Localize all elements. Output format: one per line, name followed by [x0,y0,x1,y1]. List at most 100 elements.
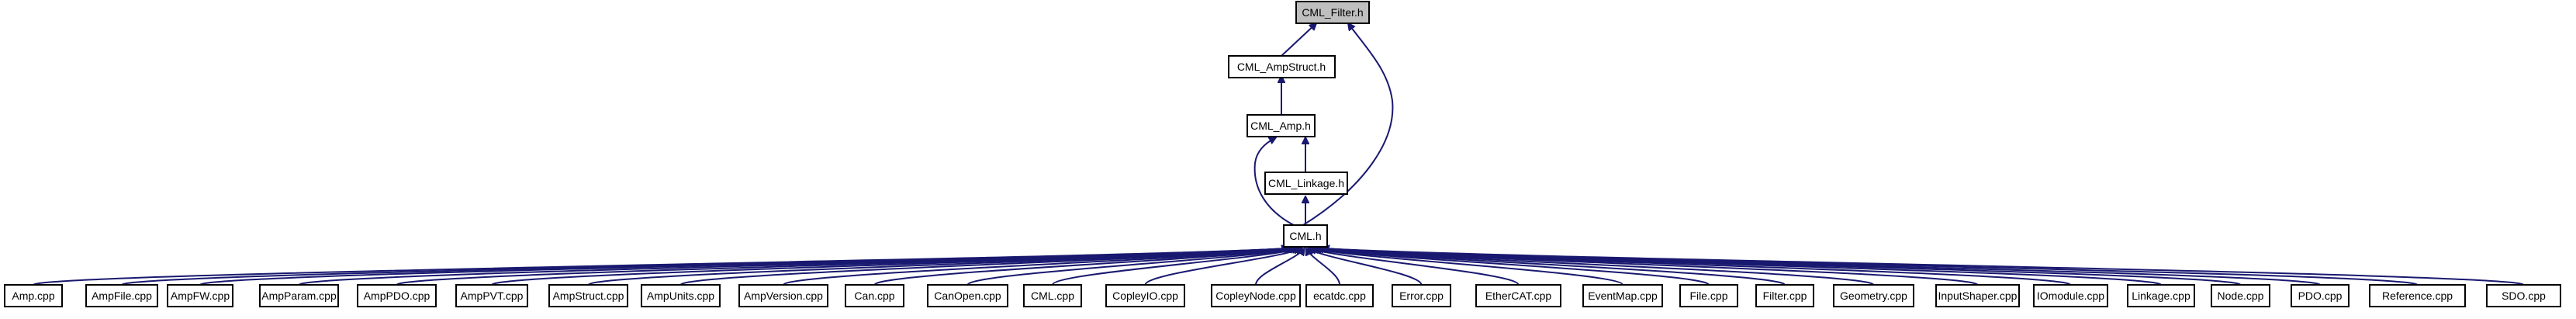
node-box [4,284,63,307]
node-label: CML_Amp.h [1250,120,1311,132]
leaf-edges [33,248,2525,286]
node-label: AmpPVT.cpp [461,290,524,302]
node-box [845,284,904,307]
edge-ampstruct-to-filter [1281,23,1316,57]
edge-cml-to-amp [1253,137,1295,226]
node-leaf-file[interactable]: AmpVersion.cpp [738,284,828,307]
node-leaf-file[interactable]: CopleyNode.cpp [1211,284,1301,307]
node-box [927,284,1008,307]
edge-leaf-to-cml [1312,248,1623,286]
node-label: Can.cpp [854,290,894,302]
node-leaf-file[interactable]: AmpParam.cpp [259,284,339,307]
node-leaf-file[interactable]: SDO.cpp [2486,284,2561,307]
node-leaf-file[interactable]: File.cpp [1679,284,1738,307]
node-leaf-file[interactable]: Linkage.cpp [2127,284,2195,307]
edge-leaf-to-cml [1255,248,1305,286]
node-label: CML_AmpStruct.h [1237,61,1326,73]
node-box [641,284,721,307]
node-box [1582,284,1663,307]
node-box [2486,284,2561,307]
node-label: EtherCAT.cpp [1485,290,1552,302]
node-label: AmpStruct.cpp [553,290,624,302]
node-box [1935,284,2020,307]
node-leaf-file[interactable]: AmpFile.cpp [85,284,158,307]
node-label: File.cpp [1689,290,1727,302]
node-label: AmpVersion.cpp [744,290,823,302]
node-label: AmpUnits.cpp [647,290,714,302]
node-leaf-file[interactable]: Node.cpp [2211,284,2270,307]
node-label: SDO.cpp [2502,290,2546,302]
node-label: Node.cpp [2218,290,2264,302]
node-label: InputShaper.cpp [1938,290,2018,302]
node-label: Filter.cpp [1763,290,1807,302]
node-leaf-file[interactable]: Reference.cpp [2369,284,2466,307]
node-leaf-file[interactable]: Can.cpp [845,284,904,307]
node-leaf-file[interactable]: CopleyIO.cpp [1105,284,1185,307]
node-label: AmpFile.cpp [92,290,152,302]
node-box [738,284,828,307]
source-file-nodes: Amp.cpp AmpFile.cpp AmpFW.cpp AmpParam.cpp A… [4,284,2561,307]
node-leaf-file[interactable]: ecatdc.cpp [1305,284,1374,307]
node-label: CopleyNode.cpp [1215,290,1296,302]
node-label: Error.cpp [1399,290,1444,302]
node-label: AmpPDO.cpp [364,290,430,302]
node-leaf-file[interactable]: AmpFW.cpp [167,284,233,307]
node-label: AmpFW.cpp [171,290,230,302]
node-leaf-file[interactable]: EtherCAT.cpp [1475,284,1561,307]
node-label: Amp.cpp [12,290,54,302]
edge-leaf-to-cml [1323,248,2525,286]
node-leaf-file[interactable]: Amp.cpp [4,284,63,307]
node-label: CML_Linkage.h [1268,177,1344,189]
node-label: Geometry.cpp [1840,290,1907,302]
node-leaf-file[interactable]: Filter.cpp [1755,284,1814,307]
node-box [2127,284,2195,307]
node-cml-amp-h[interactable]: CML_Amp.h [1247,114,1316,137]
node-label: CML_Filter.h [1302,6,1363,19]
node-label: Reference.cpp [2382,290,2453,302]
node-leaf-file[interactable]: Geometry.cpp [1833,284,1914,307]
node-leaf-file[interactable]: CML.cpp [1023,284,1082,307]
node-box [85,284,158,307]
node-box [1679,284,1738,307]
node-box [167,284,233,307]
node-leaf-file[interactable]: CanOpen.cpp [927,284,1008,307]
node-box [455,284,528,307]
node-label: CopleyIO.cpp [1112,290,1178,302]
node-box [2211,284,2270,307]
node-leaf-file[interactable]: InputShaper.cpp [1935,284,2020,307]
node-label: CML.cpp [1031,290,1074,302]
node-box [1475,284,1561,307]
node-leaf-file[interactable]: IOmodule.cpp [2033,284,2108,307]
node-box [2369,284,2466,307]
node-label: CML.h [1289,230,1321,242]
node-label: AmpParam.cpp [261,290,337,302]
edge-leaf-to-cml [1052,248,1300,286]
node-box [357,284,437,307]
node-leaf-file[interactable]: PDO.cpp [2291,284,2350,307]
header-nodes: CML_Filter.h CML_AmpStruct.h CML_Amp.h C… [1228,1,1370,248]
node-leaf-file[interactable]: AmpUnits.cpp [641,284,721,307]
node-box [1305,284,1374,307]
node-cml-ampstruct-h[interactable]: CML_AmpStruct.h [1228,55,1336,78]
node-box [1211,284,1301,307]
node-cml-linkage-h[interactable]: CML_Linkage.h [1264,172,1348,195]
node-box [1105,284,1185,307]
node-cml-filter-h[interactable]: CML_Filter.h [1295,1,1370,24]
node-box [548,284,628,307]
edge-leaf-to-cml [966,248,1299,286]
node-box [1755,284,1814,307]
node-label: EventMap.cpp [1588,290,1658,302]
node-leaf-file[interactable]: AmpPDO.cpp [357,284,437,307]
node-box [1023,284,1082,307]
edge-leaf-to-cml [679,248,1293,286]
node-leaf-file[interactable]: EventMap.cpp [1582,284,1663,307]
node-leaf-file[interactable]: AmpPVT.cpp [455,284,528,307]
node-cml-h[interactable]: CML.h [1283,224,1328,248]
node-label: ecatdc.cpp [1313,290,1366,302]
edge-leaf-to-cml [783,248,1295,286]
node-leaf-file[interactable]: AmpStruct.cpp [548,284,628,307]
node-label: PDO.cpp [2298,290,2343,302]
node-leaf-file[interactable]: Error.cpp [1392,284,1451,307]
node-label: CanOpen.cpp [934,290,1001,302]
